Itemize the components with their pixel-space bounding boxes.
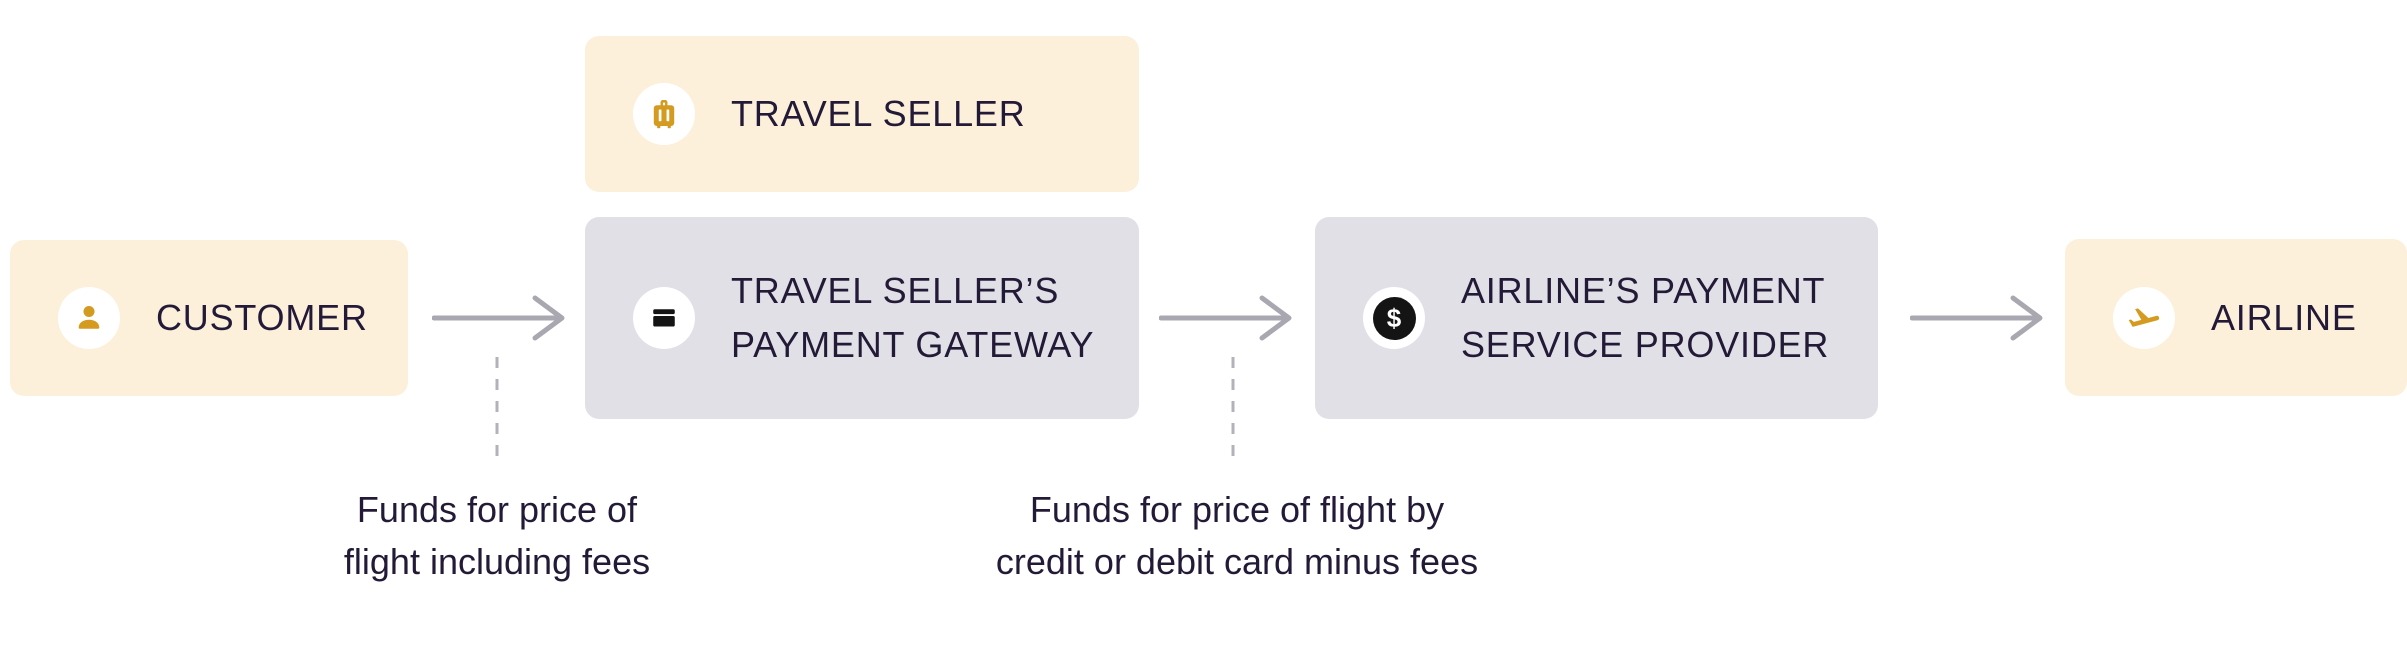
arrow-right-icon-gateway-to-psp (1159, 286, 1295, 350)
dollar-circle-icon: $ (1372, 296, 1416, 340)
payment-gateway-label-line1: TRAVEL SELLER’S (731, 270, 1060, 311)
psp-label: AIRLINE’S PAYMENT SERVICE PROVIDER (1461, 264, 1829, 372)
airline-label: AIRLINE (2211, 296, 2357, 338)
node-travel-seller: TRAVEL SELLER (585, 36, 1139, 192)
arrow-right-icon-customer-to-gateway (432, 286, 568, 350)
annotation-funds-including-fees: Funds for price of flight including fees (344, 484, 650, 588)
dashed-connector-customer-to-gateway (494, 355, 500, 463)
credit-card-icon (647, 301, 681, 335)
node-psp: $ AIRLINE’S PAYMENT SERVICE PROVIDER (1315, 217, 1878, 419)
dashed-connector-gateway-to-psp (1230, 355, 1236, 463)
payment-gateway-icon-badge (633, 287, 695, 349)
person-icon (72, 301, 106, 335)
plane-takeoff-icon (2126, 300, 2162, 336)
customer-label: CUSTOMER (156, 297, 368, 338)
annotation-line: flight including fees (343, 541, 651, 582)
node-payment-gateway: TRAVEL SELLER’S PAYMENT GATEWAY (585, 217, 1139, 419)
airline-icon-badge (2113, 286, 2175, 349)
psp-icon-badge: $ (1363, 287, 1425, 349)
arrow-right-icon-psp-to-airline (1910, 286, 2046, 350)
customer-icon-badge (58, 287, 120, 349)
luggage-icon (646, 96, 682, 132)
annotation-line: Funds for price of flight by (1029, 489, 1445, 530)
payment-gateway-label: TRAVEL SELLER’S PAYMENT GATEWAY (731, 264, 1094, 372)
node-customer: CUSTOMER (10, 240, 408, 396)
travel-seller-icon-badge (633, 83, 695, 145)
payment-gateway-label-line2: PAYMENT GATEWAY (731, 324, 1095, 365)
annotation-line: Funds for price of (356, 489, 638, 530)
annotation-funds-minus-fees: Funds for price of flight by credit or d… (996, 484, 1478, 588)
psp-label-line1: AIRLINE’S PAYMENT (1461, 270, 1826, 311)
psp-label-line2: SERVICE PROVIDER (1461, 324, 1830, 365)
annotation-line: credit or debit card minus fees (995, 541, 1479, 582)
node-airline: AIRLINE (2065, 239, 2407, 396)
travel-seller-label: TRAVEL SELLER (731, 93, 1026, 134)
